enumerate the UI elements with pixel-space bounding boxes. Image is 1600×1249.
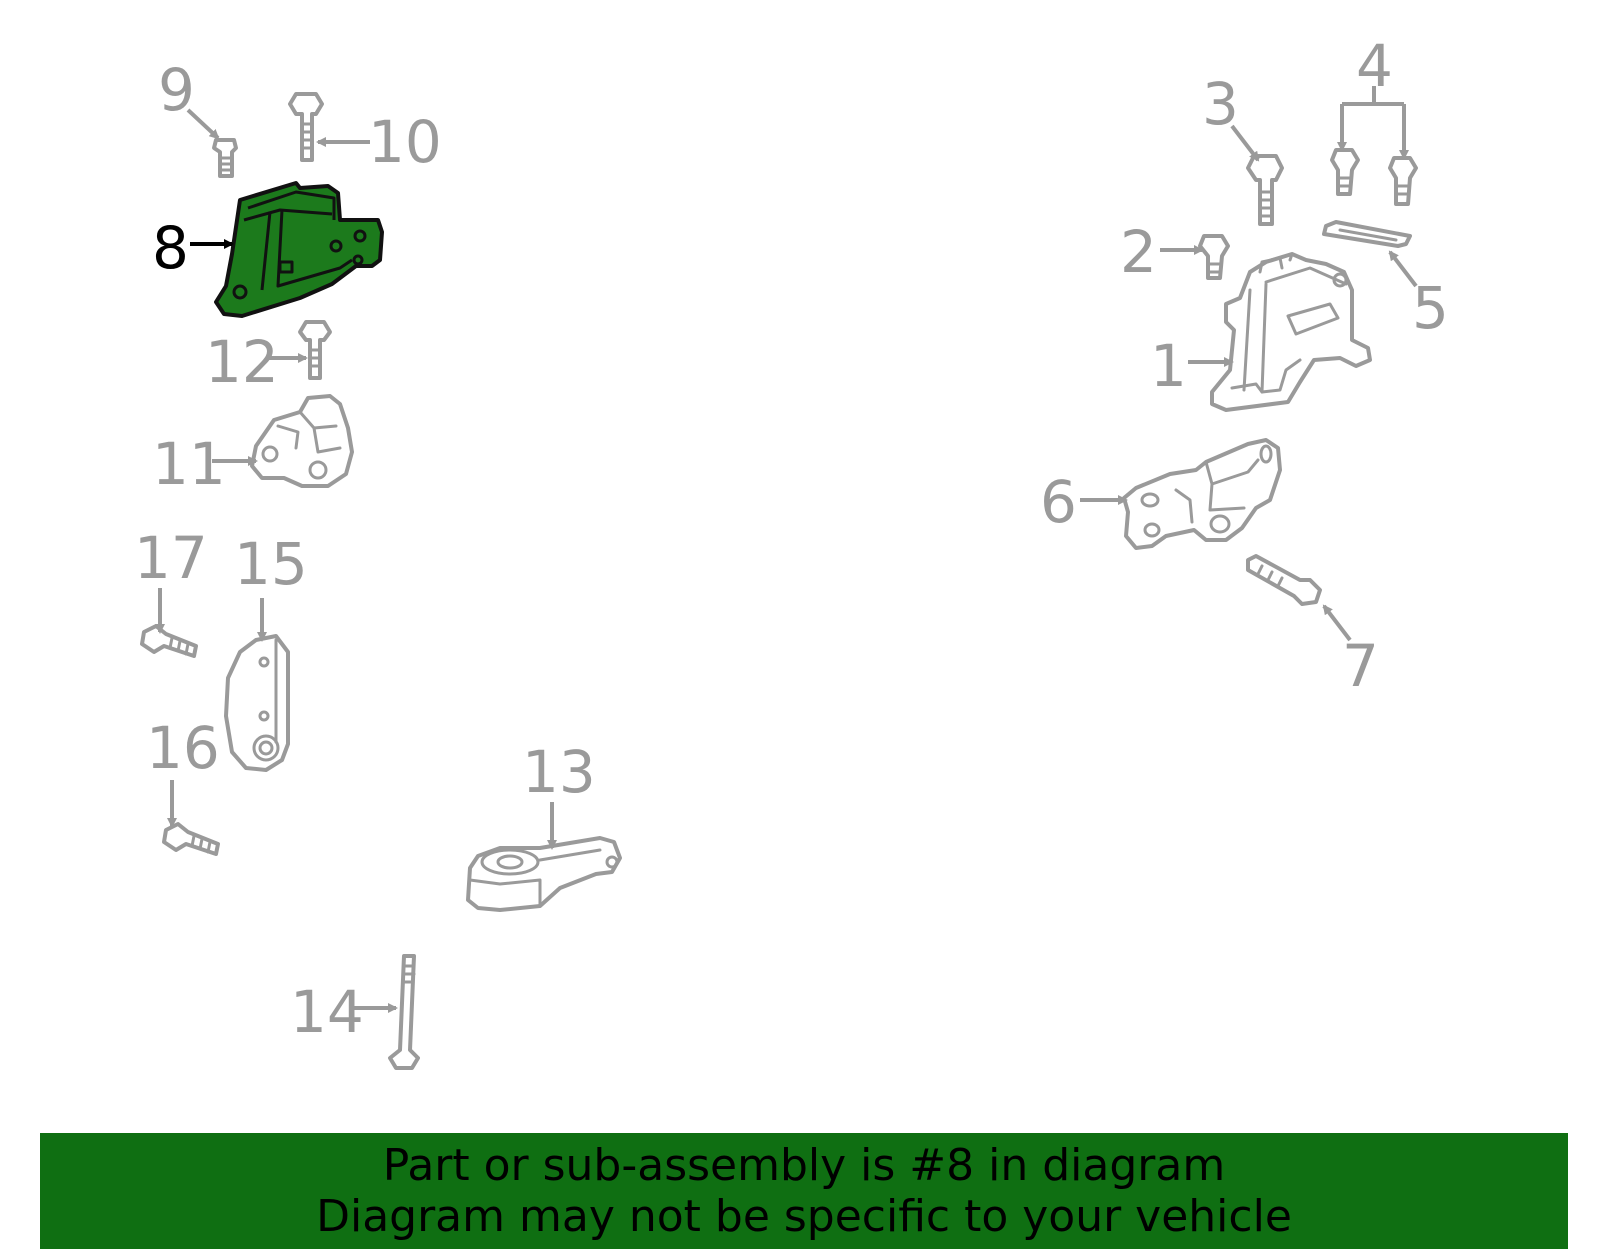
leader-9 xyxy=(186,108,220,140)
callout-5[interactable]: 5 xyxy=(1412,274,1449,342)
part-15-link[interactable] xyxy=(224,634,290,772)
part-3-bolt[interactable] xyxy=(1246,154,1284,226)
callout-12[interactable]: 12 xyxy=(205,328,279,396)
part-13-torque-strut[interactable] xyxy=(466,836,622,912)
callout-10[interactable]: 10 xyxy=(368,108,442,176)
leader-3 xyxy=(1230,124,1260,162)
part-9-bolt[interactable] xyxy=(212,138,238,178)
leader-4 xyxy=(1342,86,1404,106)
part-7-bolt[interactable] xyxy=(1246,554,1322,606)
banner-line-1: Part or sub-assembly is #8 in diagram xyxy=(382,1140,1226,1191)
notice-banner: Part or sub-assembly is #8 in diagram Di… xyxy=(40,1133,1568,1249)
part-2-bolt[interactable] xyxy=(1198,234,1230,280)
part-1-engine-mount[interactable] xyxy=(1210,252,1372,412)
callout-11[interactable]: 11 xyxy=(152,430,226,498)
callout-14[interactable]: 14 xyxy=(290,978,364,1046)
callout-16[interactable]: 16 xyxy=(146,714,220,782)
callout-7[interactable]: 7 xyxy=(1342,632,1379,700)
part-16-bolt[interactable] xyxy=(162,822,220,856)
leader-7 xyxy=(1322,604,1352,642)
callout-17[interactable]: 17 xyxy=(134,524,208,592)
callout-4[interactable]: 4 xyxy=(1356,32,1393,100)
part-8-mount-highlighted[interactable] xyxy=(214,181,384,318)
callout-15[interactable]: 15 xyxy=(234,530,308,598)
part-14-through-bolt[interactable] xyxy=(388,954,420,1070)
callout-9[interactable]: 9 xyxy=(158,56,195,124)
callout-13[interactable]: 13 xyxy=(522,738,596,806)
part-5-plate[interactable] xyxy=(1322,220,1412,248)
part-4-bolts[interactable] xyxy=(1330,148,1418,206)
callout-3[interactable]: 3 xyxy=(1202,70,1239,138)
callout-2[interactable]: 2 xyxy=(1120,218,1157,286)
callout-8[interactable]: 8 xyxy=(152,214,189,282)
callout-1[interactable]: 1 xyxy=(1150,332,1187,400)
callout-6[interactable]: 6 xyxy=(1040,468,1077,536)
leader-5 xyxy=(1388,250,1418,288)
part-12-bolt[interactable] xyxy=(298,320,332,380)
part-17-bolt[interactable] xyxy=(140,624,198,658)
part-6-bracket[interactable] xyxy=(1122,438,1282,550)
part-11-bracket[interactable] xyxy=(250,394,354,488)
part-10-bolt[interactable] xyxy=(288,92,324,162)
banner-line-2: Diagram may not be specific to your vehi… xyxy=(316,1191,1292,1242)
